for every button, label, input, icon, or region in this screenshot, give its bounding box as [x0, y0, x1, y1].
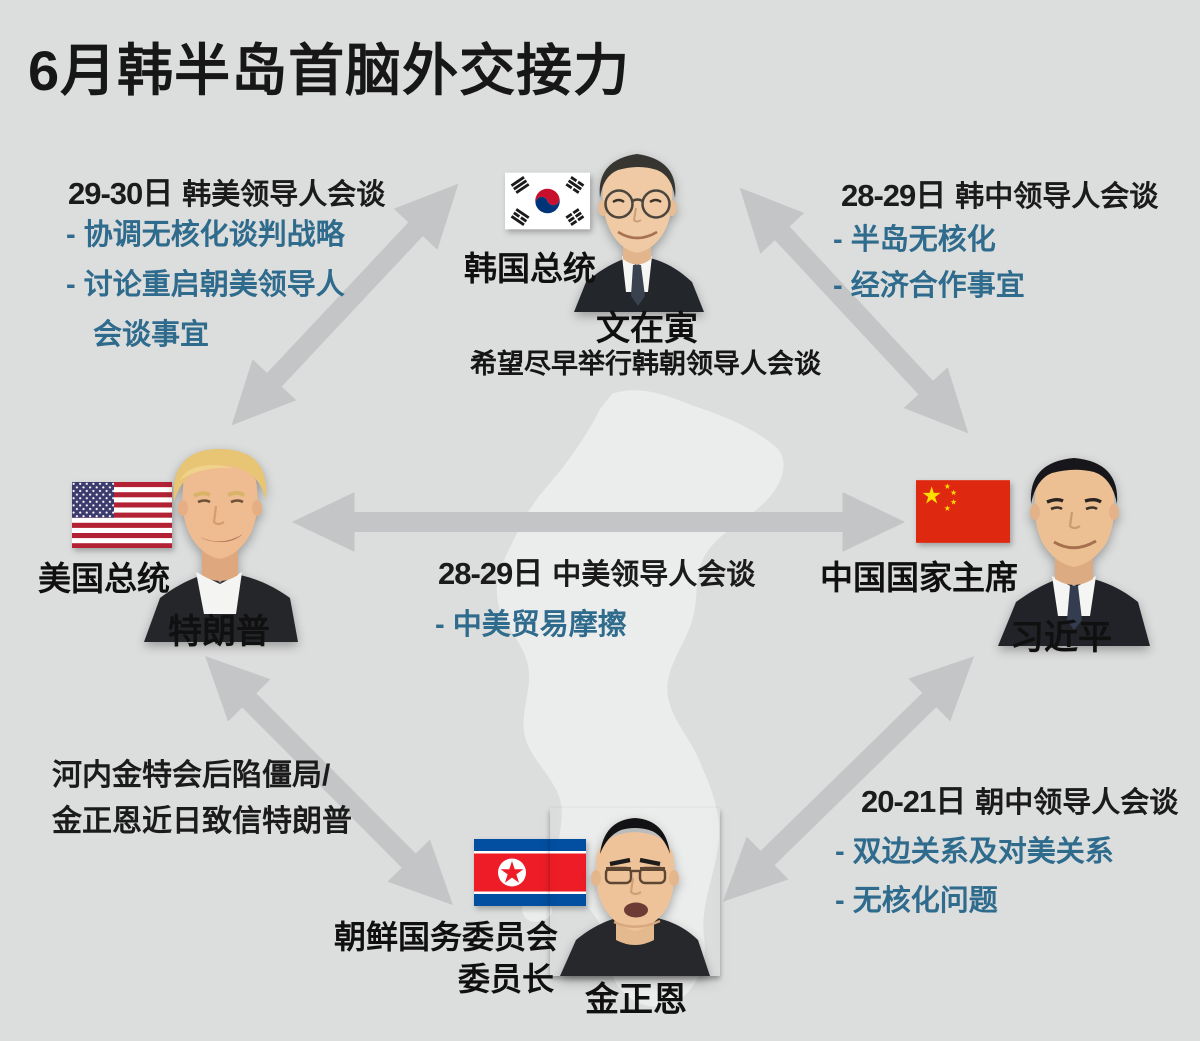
- taegeuk: [535, 188, 560, 214]
- moon-smile: [617, 230, 658, 240]
- korea-china-title: 韩中领导人会谈: [955, 181, 1159, 213]
- kim-hair: [600, 818, 670, 854]
- south-korea-flag-icon: [505, 172, 590, 230]
- kim-jongun-photo: [550, 808, 720, 976]
- korea-us-point-1: - 协调无核化谈判战略: [66, 219, 345, 251]
- korea-china-point-2: - 经济合作事宜: [833, 270, 1025, 302]
- moon-jaein-photo: [560, 146, 715, 312]
- kim-face: [595, 832, 675, 931]
- nk-us-note-line-2: 金正恩近日致信特朗普: [52, 805, 352, 838]
- arrow-trump-kim: [205, 656, 453, 905]
- china-us-title: 中美领导人会谈: [552, 559, 756, 591]
- moon-role-label: 韩国总统: [464, 250, 596, 287]
- kim-name-label: 金正恩: [585, 981, 687, 1019]
- xi-face: [1034, 464, 1115, 567]
- kim-glasses: [604, 866, 667, 885]
- moon-note-label: 希望尽早举行韩朝领导人会谈: [470, 349, 821, 379]
- trump-role-label: 美国总统: [38, 560, 170, 597]
- arrow-moon-trump: [231, 183, 459, 426]
- nk-china-point-2: - 无核化问题: [835, 885, 998, 917]
- trump-name-label: 特朗普: [168, 613, 270, 651]
- trump-face: [182, 458, 258, 559]
- annotation-korea-us-heading: 29-30日韩美领导人会谈: [68, 168, 385, 213]
- china-flag-icon: [916, 480, 1010, 543]
- xi-role-label: 中国国家主席: [820, 559, 1018, 596]
- korea-china-date: 28-29日: [841, 178, 946, 213]
- nk-china-point-1: - 双边关系及对美关系: [835, 836, 1114, 868]
- annotation-china-us-heading: 28-29日中美领导人会谈: [438, 548, 755, 593]
- moon-hair: [599, 154, 676, 198]
- kim-mouth: [624, 902, 648, 918]
- korea-us-title: 韩美领导人会谈: [182, 179, 386, 211]
- nk-china-title: 朝中领导人会谈: [975, 787, 1179, 819]
- trump-suit: [144, 572, 298, 642]
- trump-hair: [173, 448, 267, 502]
- nk-us-note-line-1: 河内金特会后陷僵局/: [52, 759, 331, 792]
- korea-us-point-2: - 讨论重启朝美领导人: [66, 269, 345, 301]
- nk-china-date: 20-21日: [861, 784, 966, 819]
- china-us-point-1: - 中美贸易摩擦: [435, 609, 627, 641]
- xi-name-label: 习近平: [1010, 619, 1112, 657]
- arrow-moon-xi: [739, 187, 969, 434]
- north-korea-flag-icon: [474, 839, 586, 906]
- annotation-korea-china-heading: 28-29日韩中领导人会谈: [841, 170, 1158, 215]
- annotation-nk-china-heading: 20-21日朝中领导人会谈: [861, 776, 1178, 821]
- china-us-date: 28-29日: [438, 556, 543, 591]
- xi-hair: [1030, 458, 1118, 504]
- trump-smirk: [200, 534, 243, 543]
- xi-suit: [998, 576, 1150, 646]
- moon-glasses: [604, 189, 671, 219]
- moon-name-label: 文在寅: [596, 310, 698, 348]
- arrow-kim-xi: [722, 656, 975, 902]
- moon-face: [602, 156, 673, 253]
- moon-suit: [574, 256, 704, 312]
- kim-role-label-line1: 朝鲜国务委员会: [334, 919, 559, 955]
- korea-us-date: 29-30日: [68, 176, 173, 211]
- united-states-flag-icon: [72, 482, 172, 548]
- trump-photo: [136, 440, 304, 642]
- xi-jinping-photo: [988, 446, 1160, 646]
- kim-role-label-line2: 委员长: [457, 961, 554, 997]
- korea-china-point-1: - 半岛无核化: [833, 224, 996, 256]
- xi-smile: [1053, 539, 1097, 550]
- korea-us-point-2-cont: 会谈事宜: [93, 319, 210, 351]
- page-title: 6月韩半岛首脑外交接力: [28, 39, 631, 102]
- trigrams: [510, 176, 585, 226]
